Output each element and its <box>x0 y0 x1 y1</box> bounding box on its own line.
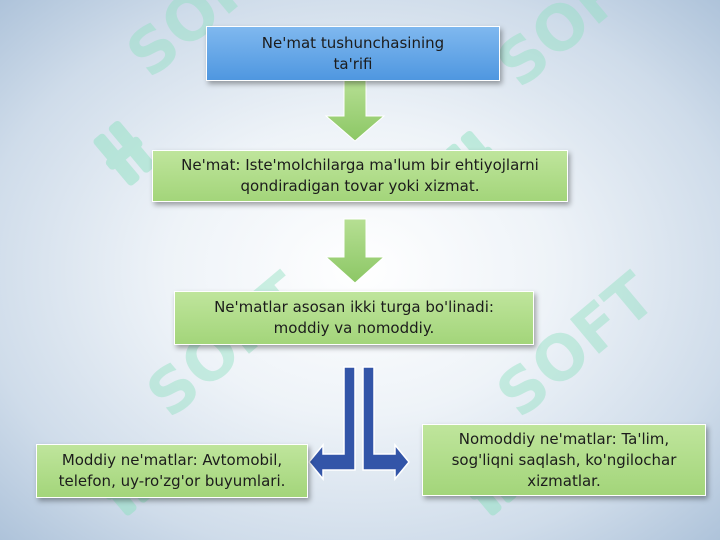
split-arrow-right <box>362 366 410 482</box>
definition-text: Ne'mat: Iste'molchilarga ma'lum bir ehti… <box>181 156 539 195</box>
material-goods-box: Moddiy ne'matlar: Avtomobil, telefon, uy… <box>36 444 308 498</box>
down-arrow-1 <box>324 79 386 142</box>
material-goods-text: Moddiy ne'matlar: Avtomobil, telefon, uy… <box>58 451 286 490</box>
title-box: Ne'mat tushunchasining ta'rifi <box>206 26 500 81</box>
down-arrow-2 <box>324 218 386 284</box>
nonmaterial-goods-box: Nomoddiy ne'matlar: Ta'lim, sog'liqni sa… <box>422 424 706 496</box>
nonmaterial-goods-text: Nomoddiy ne'matlar: Ta'lim, sog'liqni sa… <box>451 429 677 490</box>
division-text: Ne'matlar asosan ikki turga bo'linadi: m… <box>214 298 494 337</box>
division-box: Ne'matlar asosan ikki turga bo'linadi: m… <box>174 291 534 345</box>
definition-box: Ne'mat: Iste'molchilarga ma'lum bir ehti… <box>152 150 568 202</box>
split-arrow-left <box>308 366 356 482</box>
title-text: Ne'mat tushunchasining ta'rifi <box>261 33 445 73</box>
